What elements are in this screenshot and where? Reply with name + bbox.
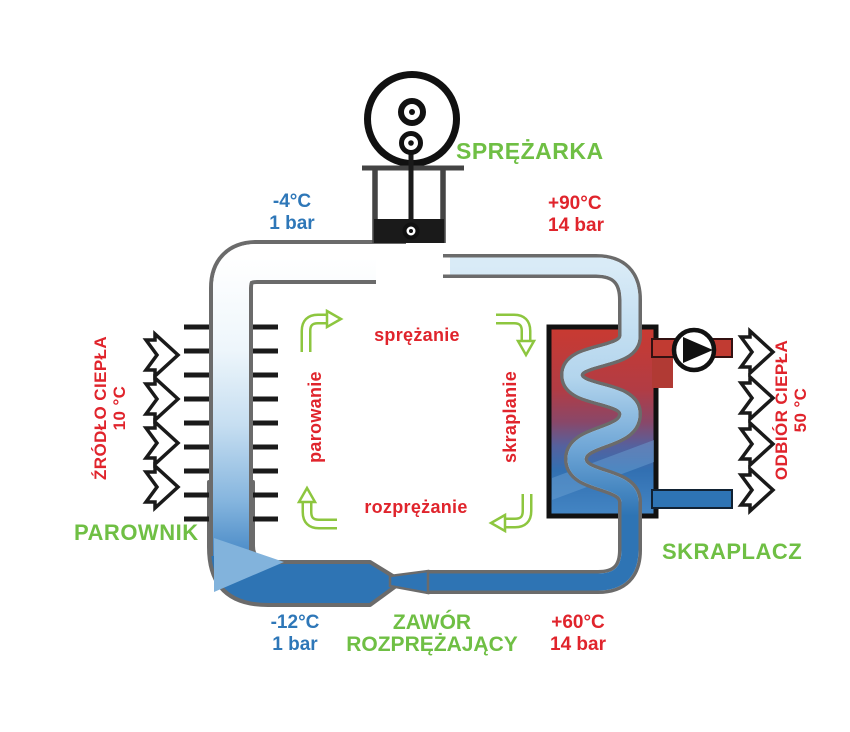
- cycle-arrow-compression: [300, 308, 344, 352]
- condenser-label: SKRAPLACZ: [662, 539, 803, 564]
- cycle-arrow-expansion: [488, 494, 533, 534]
- after-valve-temp: -12°C: [270, 612, 320, 633]
- heat-source-arrows: [144, 332, 180, 510]
- process-condensation-label: skraplanie: [500, 370, 520, 464]
- heat-source-temp: 10 °C: [110, 385, 129, 431]
- after-condenser-pressure: 14 bar: [550, 634, 606, 655]
- compressor: [362, 71, 464, 288]
- after-valve-pressure: 1 bar: [272, 634, 318, 655]
- heat-sink-arrows: [739, 329, 775, 513]
- after-condenser-temp: +60°C: [551, 612, 605, 633]
- compressor-junction-mask: [376, 244, 443, 288]
- return-water-pipe: [651, 489, 733, 509]
- pump-rotor-icon: [683, 337, 713, 363]
- evaporator-label: PAROWNIK: [74, 520, 199, 545]
- expansion-valve: [388, 569, 430, 595]
- heat-sink-temp: 50 °C: [791, 387, 810, 433]
- process-compression-label: sprężanie: [374, 325, 460, 345]
- expansion-valve-line1: ZAWÓR: [392, 611, 472, 634]
- cycle-arrow-evaporation: [296, 485, 337, 530]
- discharge-pressure: 14 bar: [548, 215, 604, 236]
- cycle-arrows: [296, 308, 537, 534]
- liquid-level-highlight: [214, 538, 284, 592]
- cycle-arrow-condensation: [496, 313, 537, 358]
- hot-water-stub: [652, 352, 673, 388]
- suction-pressure: 1 bar: [269, 213, 315, 234]
- heat-sink-text: ODBIÓR CIEPŁA: [772, 339, 791, 481]
- process-expansion-label: rozprężanie: [364, 497, 468, 517]
- condenser-pipe-fill: [426, 257, 639, 591]
- suction-temp: -4°C: [272, 191, 312, 212]
- heat-source-text: ŹRÓDŁO CIEPŁA: [91, 335, 110, 481]
- evaporator-fins: [184, 324, 278, 522]
- compressor-label: SPRĘŻARKA: [456, 138, 604, 164]
- process-evaporation-label: parowanie: [305, 371, 325, 463]
- expansion-valve-line2: ROZPRĘŻAJĄCY: [346, 633, 518, 656]
- evaporator-pipe-fill: [213, 244, 406, 556]
- discharge-temp: +90°C: [548, 193, 602, 214]
